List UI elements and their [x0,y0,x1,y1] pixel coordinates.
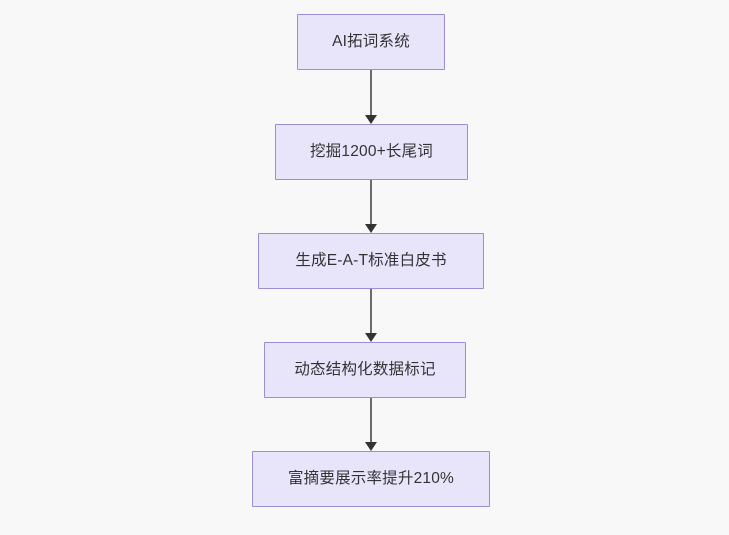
flow-node-structured-data-markup[interactable]: 动态结构化数据标记 [264,342,466,398]
flow-node-label: AI拓词系统 [332,33,410,51]
flow-node-label: 生成E-A-T标准白皮书 [295,252,447,270]
flow-node-label: 动态结构化数据标记 [294,361,436,379]
connector-line [370,180,372,225]
arrowhead-icon [365,115,377,124]
connector-line [370,398,372,443]
flow-connector-2-to-3 [365,180,377,233]
flow-node-eat-whitepaper[interactable]: 生成E-A-T标准白皮书 [258,233,484,289]
flow-connector-3-to-4 [365,289,377,342]
flow-node-rich-snippet-result[interactable]: 富摘要展示率提升210% [252,451,490,507]
arrowhead-icon [365,224,377,233]
connector-line [370,70,372,116]
flow-connector-4-to-5 [365,398,377,451]
flow-node-label: 挖掘1200+长尾词 [309,143,434,161]
connector-line [370,289,372,334]
arrowhead-icon [365,442,377,451]
arrowhead-icon [365,333,377,342]
flow-connector-1-to-2 [365,70,377,124]
flow-node-ai-keyword-system[interactable]: AI拓词系统 [297,14,445,70]
flow-node-longtail-mining[interactable]: 挖掘1200+长尾词 [275,124,468,180]
flow-node-label: 富摘要展示率提升210% [287,470,455,488]
